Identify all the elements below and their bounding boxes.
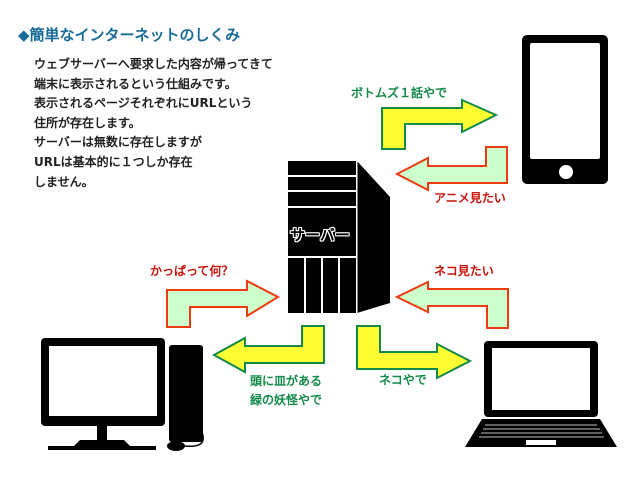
smartphone-icon: [522, 35, 608, 184]
response-label-desktop-line2: 緑の妖怪やで: [250, 393, 323, 407]
laptop-icon: [465, 341, 617, 447]
description-text: ウェブサーバーへ要求した内容が帰ってきて 端末に表示されるという仕組みです。 表…: [34, 55, 273, 192]
description-line: しません。: [34, 174, 94, 189]
response-label-laptop: ネコやで: [379, 373, 427, 387]
description-line: URLは基本的に１つしか存在: [34, 154, 193, 169]
desktop-pc-icon: [41, 338, 204, 451]
description-line: 住所が存在します。: [34, 115, 141, 130]
description-line: ウェブサーバーへ要求した内容が帰ってきて: [34, 57, 273, 71]
server-label: サーバー: [290, 226, 350, 244]
arrow-server-to-desktop: [211, 325, 325, 374]
description-line: サーバーは無数に存在しますが: [34, 135, 202, 150]
request-label-smartphone: アニメ見たい: [434, 191, 506, 205]
request-label-desktop: かっぱって何？: [150, 264, 234, 278]
arrow-smartphone-to-server: [394, 146, 508, 192]
description-line: 表示されるページそれぞれにURLという: [34, 96, 253, 111]
server-tower-icon: [288, 161, 390, 313]
response-label-smartphone: ボトムズ１話やで: [351, 86, 448, 100]
diagram-title: ◆簡単なインターネットのしくみ: [18, 26, 241, 44]
arrow-laptop-to-server: [394, 280, 509, 329]
arrow-desktop-to-server: [166, 279, 281, 328]
description-line: 端末に表示されるという仕組みです。: [34, 76, 237, 91]
arrow-server-to-laptop: [356, 325, 473, 380]
request-label-laptop: ネコ見たい: [434, 264, 494, 278]
response-label-desktop-line1: 頭に皿がある: [250, 374, 323, 388]
arrow-server-to-smartphone: [381, 98, 499, 150]
